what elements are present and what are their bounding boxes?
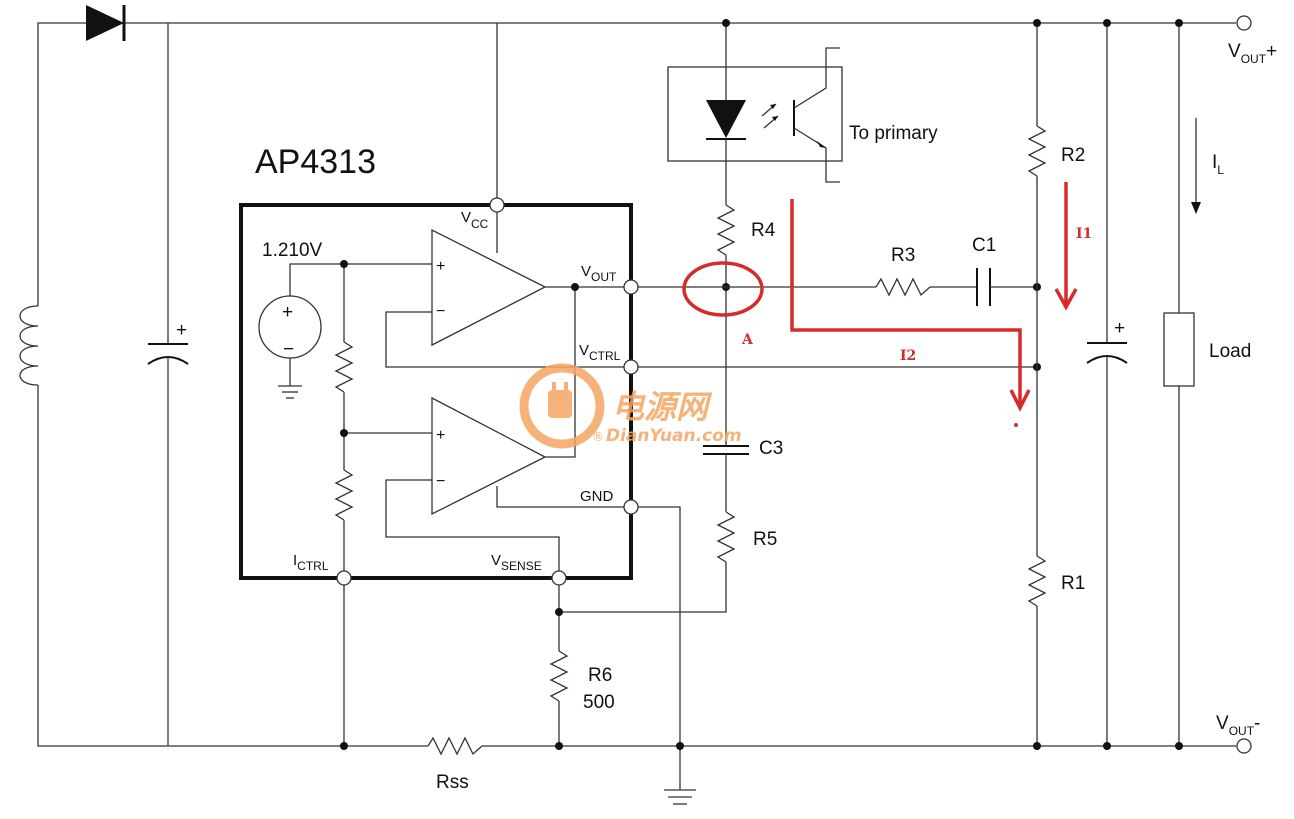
r4-label: R4 bbox=[751, 220, 776, 241]
r6-label: R6 bbox=[588, 665, 612, 686]
r2-label: R2 bbox=[1061, 145, 1085, 166]
vout-pin-label: VOUT bbox=[581, 263, 617, 284]
r4-resistor bbox=[716, 204, 736, 256]
output-capacitor: + bbox=[1086, 19, 1128, 750]
ic-body bbox=[239, 203, 633, 580]
svg-text:−: − bbox=[436, 303, 445, 320]
i2-arrowhead bbox=[1009, 389, 1031, 412]
r1-resistor bbox=[1027, 555, 1047, 607]
vout-minus-terminal bbox=[1236, 738, 1252, 754]
opamp-upper: + − bbox=[385, 228, 624, 368]
ref-plus: + bbox=[282, 302, 293, 323]
ref-voltage: 1.210V bbox=[262, 240, 323, 261]
vsense-pin-label: VSENSE bbox=[491, 552, 542, 573]
vout-plus-label: VOUT+ bbox=[1228, 41, 1277, 66]
gnd-pin-label: GND bbox=[580, 488, 614, 505]
vsense-pin bbox=[551, 570, 567, 586]
vcc-label: VCC bbox=[461, 209, 489, 231]
annotations: A I2 I1 bbox=[682, 182, 1092, 427]
vctrl-pin bbox=[623, 359, 639, 375]
c3-label: C3 bbox=[759, 438, 783, 459]
ictrl-pin bbox=[336, 570, 352, 586]
i2-path bbox=[790, 199, 1022, 405]
chip-title: AP4313 bbox=[255, 143, 376, 181]
i1-label: I1 bbox=[1076, 226, 1092, 242]
svg-text:−: − bbox=[436, 473, 445, 490]
watermark-reg: ® bbox=[592, 430, 604, 444]
i1-arrowhead bbox=[1054, 288, 1078, 311]
watermark-cn: 电源网 bbox=[612, 388, 713, 426]
gnd-pin bbox=[623, 499, 639, 515]
vctrl-pin-label: VCTRL bbox=[579, 342, 621, 363]
top-rail bbox=[37, 22, 1236, 306]
r5-resistor bbox=[716, 511, 736, 563]
svg-text:+: + bbox=[1114, 318, 1125, 339]
transformer-winding bbox=[19, 305, 39, 386]
vcc-pin bbox=[489, 197, 505, 213]
r5-label: R5 bbox=[753, 529, 777, 550]
ictrl-pin-label: ICTRL bbox=[293, 552, 329, 573]
il-label: IL bbox=[1212, 152, 1224, 177]
r3-resistor bbox=[875, 277, 931, 297]
ref-minus: − bbox=[283, 339, 294, 360]
optocoupler: To primary bbox=[667, 19, 938, 205]
input-capacitor: + bbox=[147, 23, 189, 746]
opamp-lower: + − bbox=[385, 287, 624, 571]
svg-text:+: + bbox=[436, 258, 445, 275]
rss-label: Rss bbox=[436, 772, 469, 793]
node-a-circle bbox=[682, 261, 764, 317]
opto-label: To primary bbox=[849, 123, 938, 144]
cap-plus: + bbox=[176, 320, 187, 341]
svg-text:+: + bbox=[436, 427, 445, 444]
reference-source: + − 1.210V bbox=[258, 240, 432, 399]
r1-label: R1 bbox=[1061, 573, 1085, 594]
vout-plus-terminal bbox=[1236, 15, 1252, 31]
diode bbox=[86, 5, 126, 41]
load-label: Load bbox=[1209, 341, 1251, 362]
node-a-label: A bbox=[741, 332, 754, 348]
annotation-dot bbox=[1014, 423, 1018, 427]
load: Load bbox=[1163, 19, 1251, 750]
r2-resistor bbox=[1027, 125, 1047, 177]
c1-label: C1 bbox=[972, 235, 996, 256]
internal-divider bbox=[334, 264, 432, 571]
r3-label: R3 bbox=[891, 245, 915, 266]
rss-resistor bbox=[427, 736, 483, 756]
i2-label: I2 bbox=[900, 348, 916, 364]
watermark-en: DianYuan.com bbox=[606, 426, 742, 446]
vout-pin bbox=[623, 279, 639, 295]
r6-value: 500 bbox=[583, 692, 615, 713]
vout-minus-label: VOUT- bbox=[1216, 713, 1260, 738]
watermark: 电源网 DianYuan.com ® bbox=[519, 363, 742, 449]
